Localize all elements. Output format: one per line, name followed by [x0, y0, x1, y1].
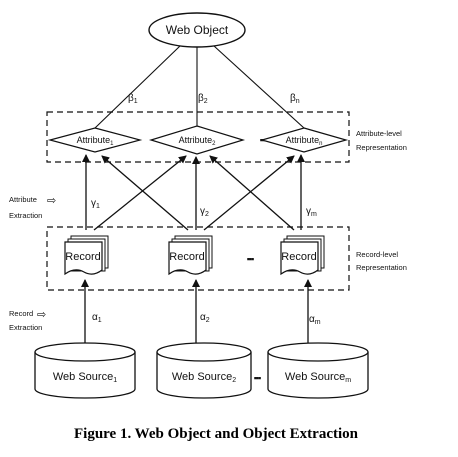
record-level-side-label: Record-level Representation [356, 250, 407, 272]
attribute-extraction-label: Attribute ⇨ Extraction [9, 195, 56, 220]
record-m-label: Record [281, 251, 316, 263]
gamma-labels: γ1 γ2 γm [91, 198, 317, 218]
record-attribute-arrows [82, 154, 305, 231]
beta-n-label: βn [290, 93, 300, 105]
record-ellipsis: ▪▪▪ [247, 254, 254, 264]
line-object-attr-1 [94, 45, 181, 129]
record-1-label: Record [65, 251, 100, 263]
attribute-level-side-label: Attribute-level Representation [356, 129, 407, 152]
attribute-1-label: Attribute1 [77, 135, 115, 147]
web-source-1-label: Web Source1 [53, 371, 117, 384]
arrow-r1-a2 [93, 155, 187, 231]
svg-text:Attribute: Attribute [9, 195, 37, 204]
record-node-1: Record [64, 235, 109, 276]
svg-text:Attribute-level: Attribute-level [356, 129, 402, 138]
beta-1-label: β1 [128, 93, 138, 105]
web-source-node-m: Web Sourcem [267, 342, 369, 399]
web-object-label: Web Object [166, 23, 229, 37]
gamma-2-label: γ2 [200, 206, 209, 218]
attribute-extraction-arrow-icon: ⇨ [47, 195, 56, 207]
web-object-node: Web Object [148, 12, 246, 48]
alpha-m-label: αm [309, 314, 321, 326]
source-record-arrows [81, 279, 312, 343]
alpha-2-label: α2 [200, 312, 210, 324]
arrow-rm-a2 [209, 155, 295, 231]
svg-text:Extraction: Extraction [9, 211, 42, 220]
attribute-node-1: Attribute1 [47, 127, 143, 153]
web-source-2-label: Web Source2 [172, 371, 236, 384]
alpha-labels: α1 α2 αm [92, 312, 321, 326]
attribute-node-2: Attribute2 [148, 125, 246, 155]
svg-text:Extraction: Extraction [9, 323, 42, 332]
object-attribute-lines [94, 45, 305, 129]
record-2-label: Record [169, 251, 204, 263]
svg-text:Record-level: Record-level [356, 250, 398, 259]
figure-caption: Figure 1. Web Object and Object Extracti… [74, 426, 359, 442]
line-object-attr-n [213, 45, 305, 129]
arrow-r2-a1 [101, 155, 189, 231]
record-node-2: Record [168, 235, 213, 276]
record-extraction-arrow-icon: ⇨ [37, 309, 46, 321]
gamma-1-label: γ1 [91, 198, 100, 210]
record-level-box [46, 226, 350, 291]
record-node-m: Record [280, 235, 325, 276]
svg-text:Record: Record [9, 309, 33, 318]
web-source-node-1: Web Source1 [34, 342, 136, 399]
alpha-1-label: α1 [92, 312, 102, 324]
svg-text:Representation: Representation [356, 143, 407, 152]
arrow-r2-an [203, 155, 295, 231]
attribute-n-label: Attributen [286, 135, 323, 147]
web-source-node-2: Web Source2 [156, 342, 252, 399]
beta-2-label: β2 [198, 93, 208, 105]
beta-labels: β1 β2 βn [128, 93, 300, 105]
svg-text:Representation: Representation [356, 263, 407, 272]
record-extraction-label: Record ⇨ Extraction [9, 309, 46, 332]
source-ellipsis: ▪▪▪ [254, 373, 261, 383]
attribute-2-label: Attribute2 [179, 135, 217, 147]
web-source-m-label: Web Sourcem [285, 371, 351, 384]
gamma-m-label: γm [306, 206, 317, 218]
attribute-node-n: Attributen [259, 127, 349, 153]
